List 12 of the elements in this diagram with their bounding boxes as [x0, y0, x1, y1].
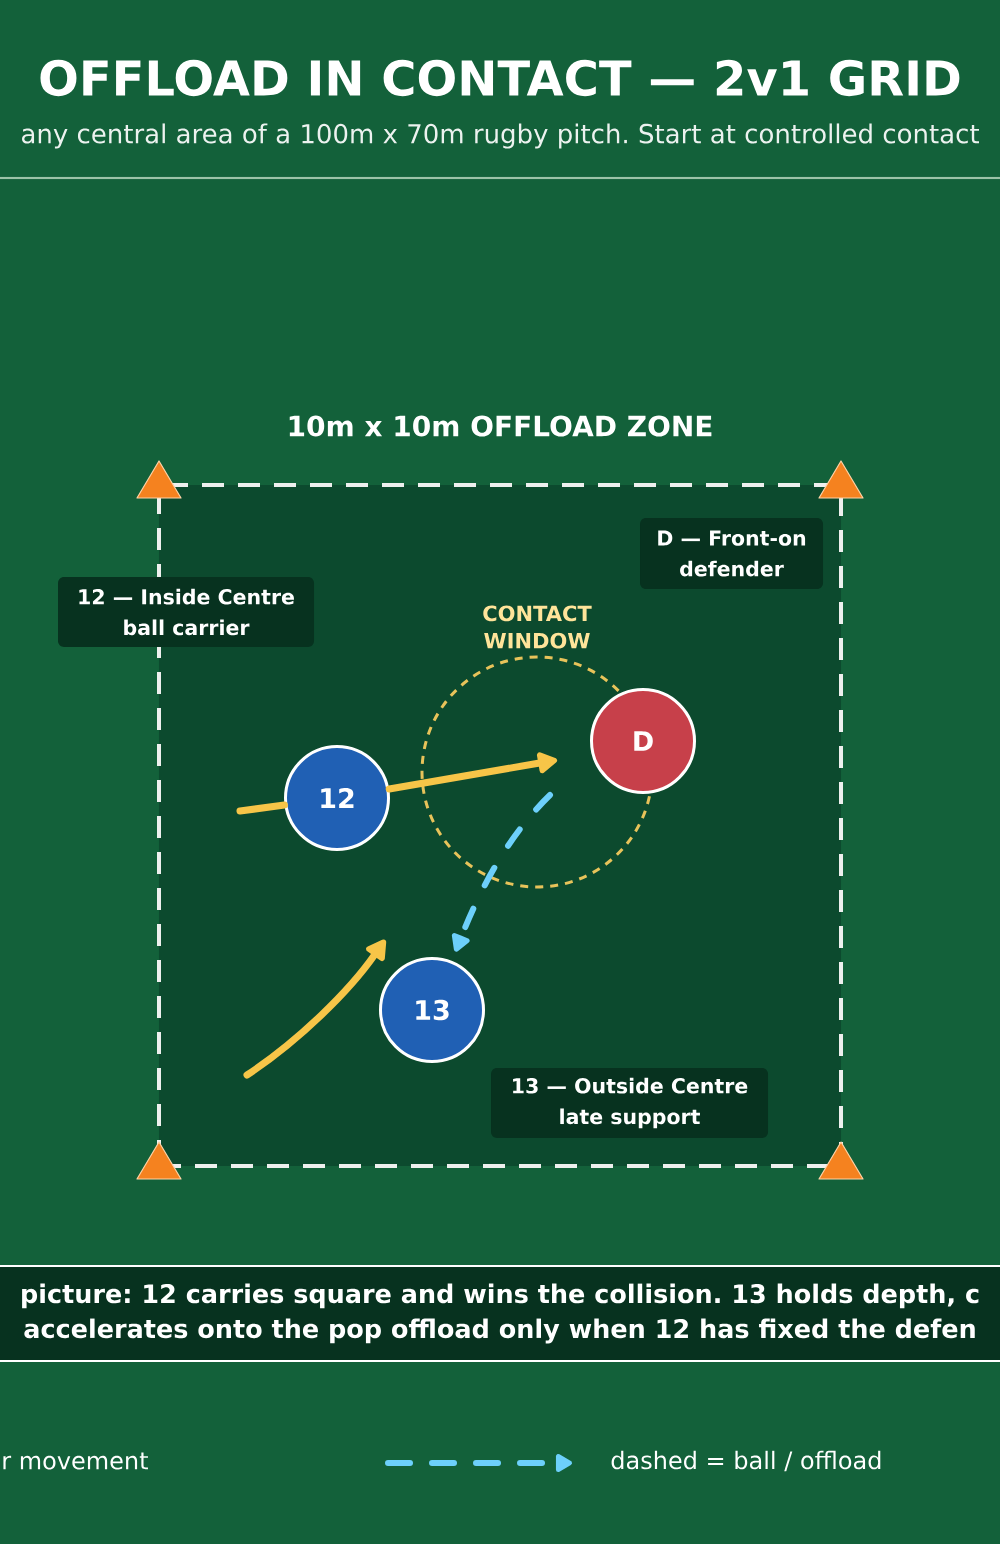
- pass-arrow: [451, 792, 553, 952]
- legend-text: r movement: [3, 1452, 148, 1470]
- window-label: CONTACT WINDOW: [483, 605, 592, 649]
- player-label-box: D — Front-on defender: [640, 518, 823, 589]
- title: OFFLOAD IN CONTACT — 2v1 GRID: [40, 59, 960, 97]
- player-label-box: 12 — Inside Centre ball carrier: [58, 577, 314, 647]
- run-line: [236, 801, 288, 815]
- legend-text: dashed = ball / offload: [611, 1450, 881, 1472]
- zone-heading: 10m x 10m OFFLOAD ZONE: [289, 415, 712, 437]
- player-label-box: 13 — Outside Centre late support: [491, 1068, 768, 1138]
- note-band: picture: 12 carries square and wins the collision. 13 holds depth, c accelerates onto the pop offload only when 12 has fixed the defen: [0, 1265, 1000, 1362]
- subtitle: any central area of a 100m x 70m rugby pitch. Start at controlled contact: [22, 123, 979, 149]
